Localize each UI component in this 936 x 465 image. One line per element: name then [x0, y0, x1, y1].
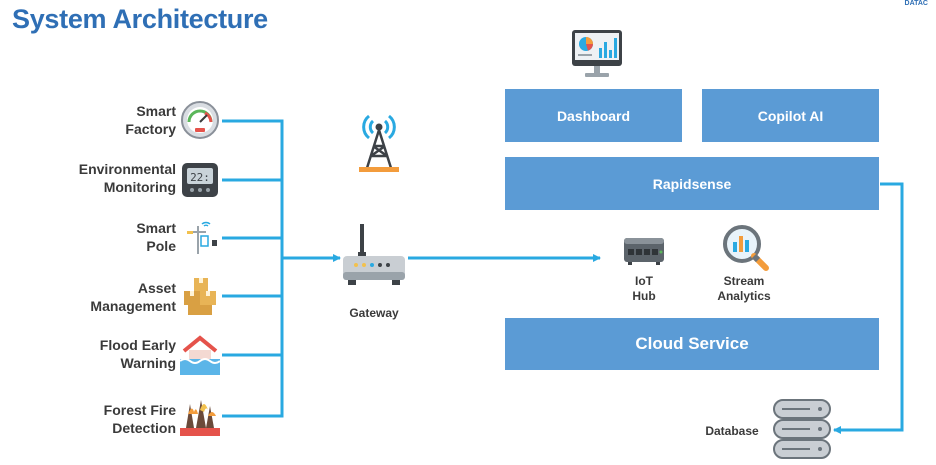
forest-fire-icon: [180, 396, 220, 436]
router-icon: [340, 222, 408, 292]
gauge-icon: [180, 100, 220, 140]
rapidsense-box: Rapidsense: [505, 157, 879, 210]
device-label-environmental-monitoring: Environmental Monitoring: [78, 161, 176, 195]
database-icon: [772, 398, 832, 460]
dashboard-box: Dashboard: [505, 89, 682, 142]
iot-hub-label: IoT Hub: [632, 274, 656, 303]
database-label: Database: [705, 424, 759, 438]
radio-tower-icon: [356, 110, 402, 174]
stream-analytics-label: Stream Analytics: [717, 274, 771, 303]
smart-pole-icon: [180, 218, 220, 258]
network-switch-icon: [622, 236, 666, 268]
device-label-asset-management: Asset Management: [90, 280, 176, 314]
brand-logo: DATAC: [904, 0, 928, 7]
copilot-ai-box: Copilot AI: [702, 89, 879, 142]
page-title: System Architecture: [12, 4, 268, 34]
device-label-smart-factory: Smart Factory: [125, 103, 176, 137]
magnifier-analytics-icon: [720, 224, 774, 274]
svg-text:22:: 22:: [190, 171, 210, 184]
device-label-forest-fire-detection: Forest Fire Detection: [103, 402, 176, 436]
device-label-flood-early-warning: Flood Early Warning: [99, 337, 176, 371]
thermostat-display-icon: 22:: [180, 160, 220, 200]
monitor-chart-icon: [570, 28, 624, 80]
arrow-rapidsense-to-database: [833, 182, 904, 434]
device-label-smart-pole: Smart Pole: [136, 220, 176, 254]
flood-house-icon: [179, 335, 221, 375]
boxes-icon: [180, 276, 220, 316]
gateway-label: Gateway: [349, 306, 399, 320]
cloud-service-box: Cloud Service: [505, 318, 879, 370]
